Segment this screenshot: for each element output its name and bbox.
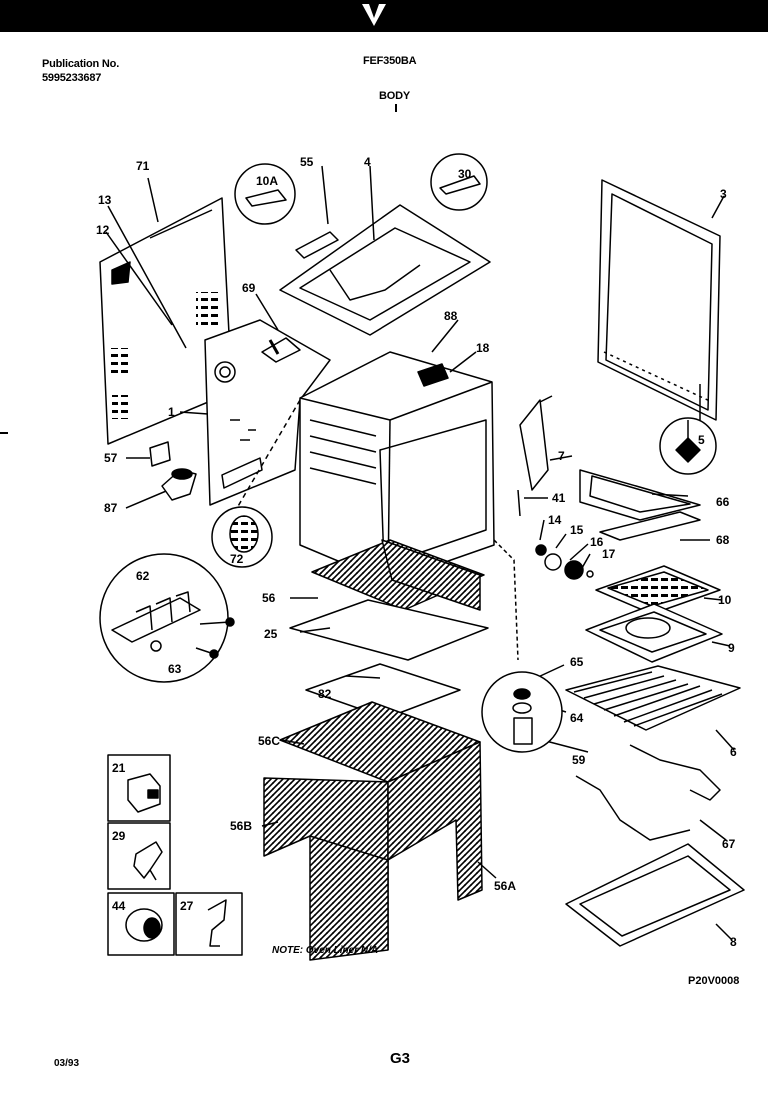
label-72: 72 xyxy=(230,552,244,566)
label-65: 65 xyxy=(570,655,584,669)
label-5: 5 xyxy=(698,433,705,447)
detail-65-64-59 xyxy=(481,671,563,753)
oven-door xyxy=(597,179,721,421)
inset-44 xyxy=(107,892,175,956)
label-59: 59 xyxy=(572,753,586,767)
label-41: 41 xyxy=(552,491,566,505)
label-68: 68 xyxy=(716,533,730,547)
bake-wire xyxy=(575,775,691,841)
publication-label: Publication No. xyxy=(42,58,120,70)
bake-element xyxy=(599,511,701,541)
label-30: 30 xyxy=(458,167,472,181)
label-57: 57 xyxy=(104,451,118,465)
label-7: 7 xyxy=(558,449,565,463)
label-6: 6 xyxy=(730,745,737,759)
label-12: 12 xyxy=(96,223,110,237)
label-27: 27 xyxy=(180,899,194,913)
model-number: FEF350BA xyxy=(363,55,417,67)
label-88: 88 xyxy=(444,309,458,323)
page-number: G3 xyxy=(390,1050,411,1067)
broiler-pan xyxy=(585,603,723,663)
label-64: 64 xyxy=(570,711,584,725)
label-15: 15 xyxy=(570,523,584,537)
broil-element xyxy=(579,469,701,521)
label-56b: 56B xyxy=(230,819,252,833)
bottom-plate xyxy=(289,599,489,661)
oven-rack xyxy=(565,665,741,731)
label-56: 56 xyxy=(262,591,276,605)
label-8: 8 xyxy=(730,935,737,949)
drawing-code: P20V0008 xyxy=(688,975,740,987)
cooktop-support xyxy=(279,204,491,336)
label-21: 21 xyxy=(112,761,126,775)
notch-mark-icon xyxy=(362,4,386,26)
detail-62-63 xyxy=(99,553,229,683)
label-10a: 10A xyxy=(256,174,278,188)
label-4: 4 xyxy=(364,155,371,169)
top-black-bar xyxy=(0,0,768,32)
label-10: 10 xyxy=(718,593,732,607)
revision-date: 03/93 xyxy=(54,1058,80,1069)
label-67b: 67 xyxy=(722,837,736,851)
edge-mark xyxy=(0,432,8,434)
label-14: 14 xyxy=(548,513,562,527)
label-82: 82 xyxy=(318,687,332,701)
label-1: 1 xyxy=(168,405,175,419)
label-87: 87 xyxy=(104,501,118,515)
label-18: 18 xyxy=(476,341,490,355)
label-62: 62 xyxy=(136,569,150,583)
label-16: 16 xyxy=(590,535,604,549)
label-44: 44 xyxy=(112,899,126,913)
label-3: 3 xyxy=(720,187,727,201)
label-25: 25 xyxy=(264,627,278,641)
label-29: 29 xyxy=(112,829,126,843)
oven-liner-note: NOTE: Oven Liner N/A xyxy=(272,945,379,956)
label-13: 13 xyxy=(98,193,112,207)
label-63: 63 xyxy=(168,662,182,676)
label-17: 17 xyxy=(602,547,616,561)
label-66: 66 xyxy=(716,495,730,509)
oven-sensor-wire xyxy=(629,744,721,801)
inset-27 xyxy=(175,892,243,956)
label-71: 71 xyxy=(136,159,150,173)
section-title: BODY xyxy=(379,90,410,102)
label-69: 69 xyxy=(242,281,256,295)
label-56a: 56A xyxy=(494,879,516,893)
section-divider xyxy=(395,104,397,112)
label-56c: 56C xyxy=(258,734,280,748)
publication-number: 5995233687 xyxy=(42,72,102,84)
label-9: 9 xyxy=(728,641,735,655)
label-55: 55 xyxy=(300,155,314,169)
storage-drawer xyxy=(565,843,745,947)
